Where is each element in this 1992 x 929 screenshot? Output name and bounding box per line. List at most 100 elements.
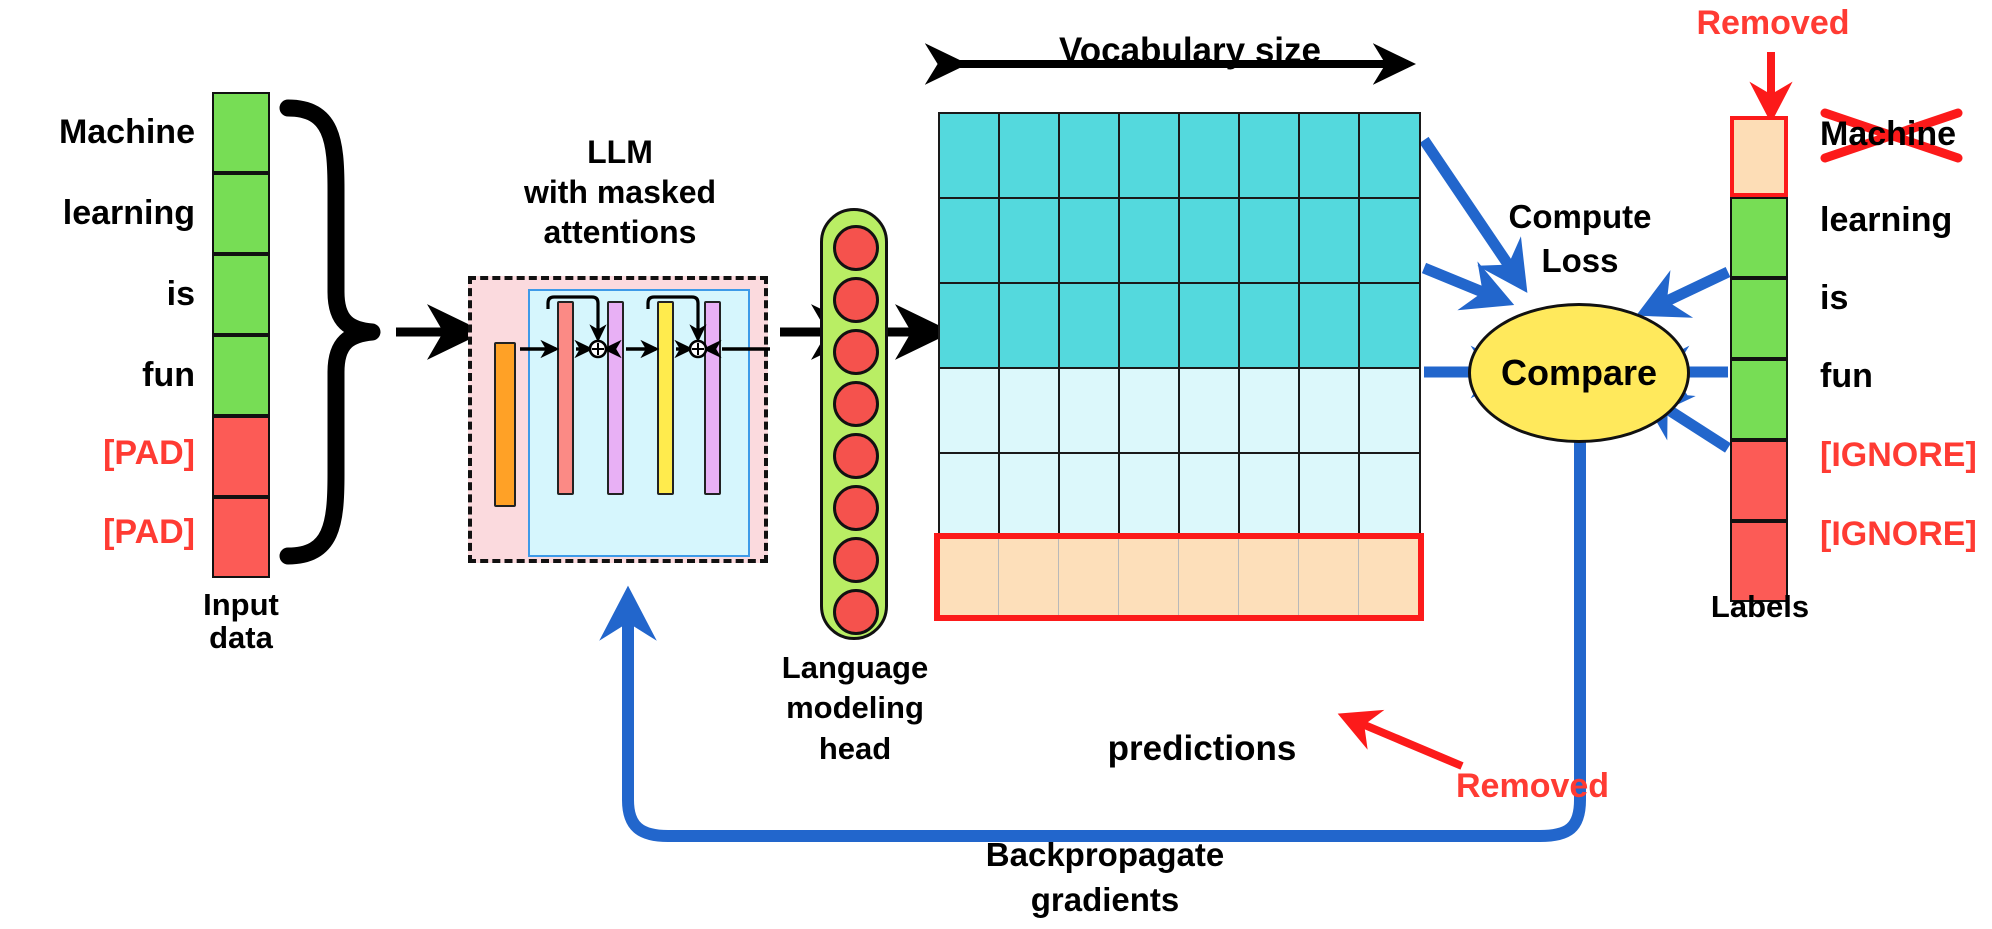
removed-row-highlight <box>934 533 1424 621</box>
llm-block[interactable] <box>468 276 770 563</box>
prediction-cell[interactable] <box>998 197 1061 284</box>
prediction-cell[interactable] <box>1058 197 1121 284</box>
prediction-cell[interactable] <box>1178 452 1241 539</box>
prediction-cell[interactable] <box>1298 282 1361 369</box>
label-token-cell-removed[interactable] <box>1730 116 1788 197</box>
prediction-cell[interactable] <box>938 452 1001 539</box>
prediction-cell[interactable] <box>1058 112 1121 199</box>
prediction-cell[interactable] <box>1178 367 1241 454</box>
prediction-cell-removed[interactable] <box>1118 537 1180 617</box>
arrow-removed-bottom <box>1337 709 1464 770</box>
input-token-cell[interactable] <box>212 416 270 497</box>
prediction-cell[interactable] <box>1298 197 1361 284</box>
compute-loss-line2: Loss <box>1541 241 1619 279</box>
lm-head-caption-line3: head <box>818 730 892 766</box>
label-token-cell[interactable] <box>1730 440 1788 521</box>
prediction-cell[interactable] <box>1118 112 1181 199</box>
input-data-caption-line2: data <box>209 620 273 656</box>
lm-head-neuron <box>833 537 879 583</box>
predictions-caption: predictions <box>1107 729 1297 768</box>
prediction-cell[interactable] <box>1238 367 1301 454</box>
label-token-label: fun <box>1820 357 1873 395</box>
prediction-cell[interactable] <box>1118 197 1181 284</box>
lm-head-neuron <box>833 433 879 479</box>
prediction-cell[interactable] <box>998 367 1061 454</box>
input-brace-icon <box>279 99 381 565</box>
compare-node[interactable]: Compare <box>1468 303 1690 443</box>
backpropagate-line1: Backpropagate <box>985 836 1225 873</box>
prediction-cell[interactable] <box>938 367 1001 454</box>
prediction-cell[interactable] <box>938 282 1001 369</box>
llm-inner-connectors <box>520 295 770 359</box>
lm-head-caption-line2: modeling <box>786 690 924 726</box>
prediction-cell-removed[interactable] <box>938 537 1000 617</box>
llm-feedforward-bar <box>657 301 674 495</box>
prediction-cell[interactable] <box>1178 197 1241 284</box>
prediction-cell[interactable] <box>1298 367 1361 454</box>
input-token-label: fun <box>142 356 195 394</box>
label-token-label-struck: Machine <box>1820 115 1957 153</box>
prediction-cell[interactable] <box>1118 452 1181 539</box>
input-token-cell[interactable] <box>212 254 270 335</box>
input-token-cell[interactable] <box>212 173 270 254</box>
prediction-cell[interactable] <box>1358 452 1421 539</box>
removed-top-label: Removed <box>1696 4 1850 42</box>
prediction-cell[interactable] <box>1358 282 1421 369</box>
input-token-label: Machine <box>58 113 195 151</box>
prediction-cell[interactable] <box>1058 367 1121 454</box>
label-token-label: learning <box>1820 201 1953 239</box>
prediction-cell[interactable] <box>1358 112 1421 199</box>
prediction-cell[interactable] <box>1118 367 1181 454</box>
prediction-cell[interactable] <box>998 112 1061 199</box>
lm-head-neuron <box>833 381 879 427</box>
lm-head-neuron <box>833 277 879 323</box>
prediction-cell[interactable] <box>1058 452 1121 539</box>
label-token-cell[interactable] <box>1730 197 1788 278</box>
input-token-label: is <box>166 275 195 313</box>
prediction-cell[interactable] <box>1178 112 1241 199</box>
labels-caption: Labels <box>1710 589 1810 624</box>
prediction-cell[interactable] <box>1238 112 1301 199</box>
input-token-cell[interactable] <box>212 335 270 416</box>
backpropagate-path <box>599 424 1586 842</box>
prediction-cell[interactable] <box>1238 197 1301 284</box>
prediction-cell[interactable] <box>1178 282 1241 369</box>
lm-head-neuron <box>833 329 879 375</box>
language-modeling-head[interactable] <box>820 208 888 640</box>
llm-attention-bar <box>557 301 574 495</box>
label-token-cell[interactable] <box>1730 521 1788 602</box>
input-token-cell[interactable] <box>212 92 270 173</box>
prediction-cell[interactable] <box>1358 367 1421 454</box>
labels-token-column <box>1730 116 1788 602</box>
prediction-cell-removed[interactable] <box>998 537 1060 617</box>
prediction-cell[interactable] <box>1058 282 1121 369</box>
prediction-cell[interactable] <box>998 452 1061 539</box>
compute-loss-line1: Compute <box>1508 198 1652 235</box>
label-token-cell[interactable] <box>1730 359 1788 440</box>
prediction-cell[interactable] <box>938 197 1001 284</box>
prediction-cell[interactable] <box>1118 282 1181 369</box>
input-token-label: [PAD] <box>103 434 195 472</box>
prediction-cell-removed[interactable] <box>1178 537 1240 617</box>
llm-title-line3: attentions <box>543 214 697 250</box>
prediction-cell[interactable] <box>998 282 1061 369</box>
label-token-cell[interactable] <box>1730 278 1788 359</box>
label-token-label: [IGNORE] <box>1820 515 1977 553</box>
input-token-cell[interactable] <box>212 497 270 578</box>
vocabulary-size-label: Vocabulary size <box>1059 31 1321 70</box>
prediction-cell[interactable] <box>1358 197 1421 284</box>
compare-label: Compare <box>1500 352 1658 393</box>
llm-title-line2: with masked <box>523 174 717 210</box>
label-token-label: [IGNORE] <box>1820 436 1977 474</box>
prediction-cell[interactable] <box>1298 452 1361 539</box>
input-token-label: [PAD] <box>103 513 195 551</box>
prediction-cell[interactable] <box>1298 112 1361 199</box>
prediction-cell[interactable] <box>1238 282 1301 369</box>
prediction-cell[interactable] <box>1238 452 1301 539</box>
prediction-cell[interactable] <box>938 112 1001 199</box>
strikethrough-x-icon <box>1820 108 1963 163</box>
